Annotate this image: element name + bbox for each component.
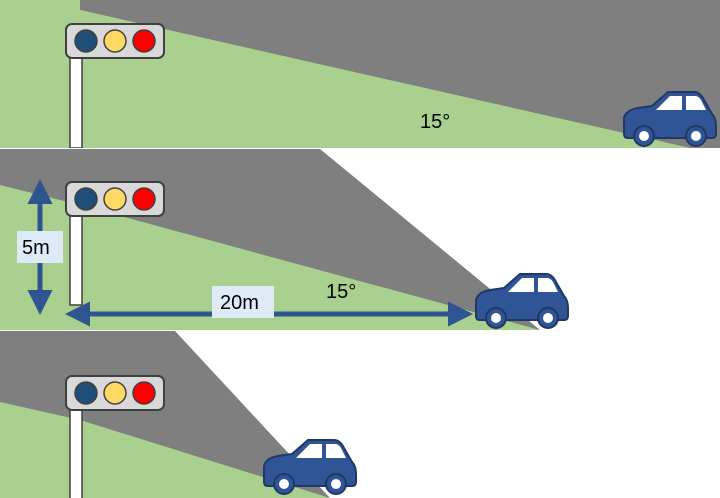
panel-top: 15° bbox=[0, 0, 720, 148]
ground-wedge-middle bbox=[0, 185, 540, 330]
ground-wedge-top bbox=[0, 0, 690, 148]
signal-pole-bottom bbox=[69, 399, 83, 498]
signal-pole-top bbox=[69, 55, 83, 148]
angle-label-top: 15° bbox=[420, 111, 450, 133]
distance-label-box bbox=[212, 286, 274, 318]
height-label-box bbox=[17, 231, 63, 263]
traffic-light-icon bbox=[65, 23, 165, 59]
signal-pole-middle bbox=[69, 204, 83, 306]
angle-label-middle: 15° bbox=[326, 281, 356, 303]
traffic-light-icon bbox=[65, 375, 165, 411]
panel-middle: 5m 20m 15° bbox=[0, 149, 720, 330]
panel-bottom bbox=[0, 331, 720, 498]
view-shadow-top bbox=[80, 0, 720, 148]
height-label: 5m bbox=[22, 237, 50, 259]
traffic-light-icon bbox=[65, 181, 165, 217]
distance-label: 20m bbox=[220, 292, 259, 314]
